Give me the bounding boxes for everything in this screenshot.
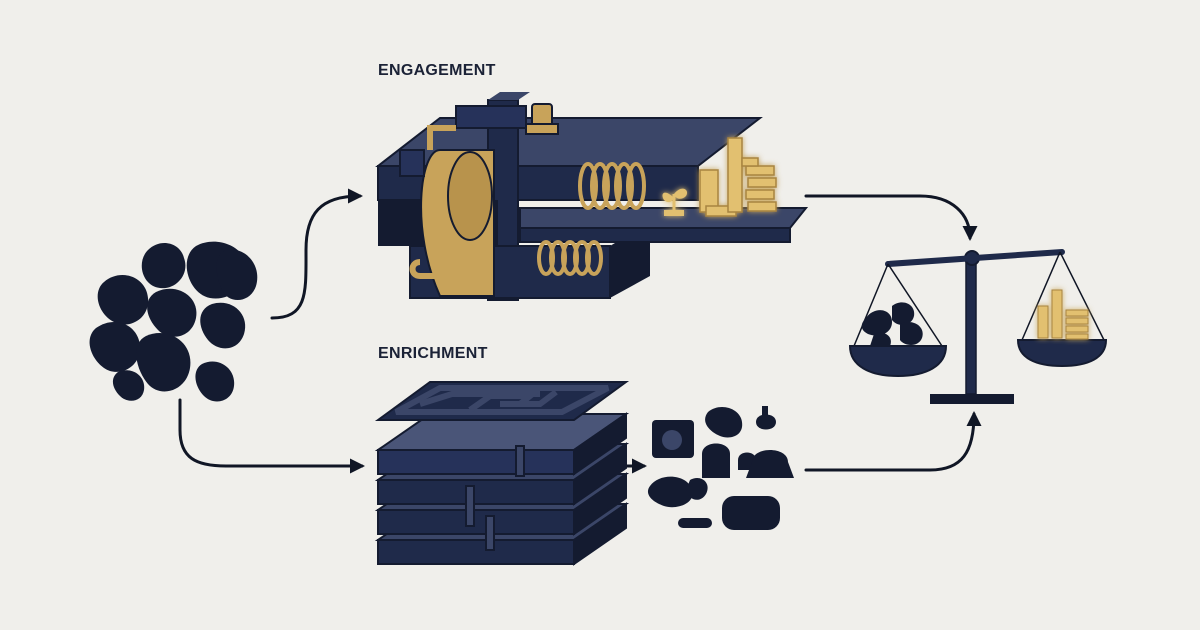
engagement-label: ENGAGEMENT bbox=[378, 62, 496, 79]
arrow-shapes-to-scale bbox=[804, 411, 982, 472]
balance-scale-icon bbox=[848, 249, 1108, 404]
arrow-to-enrichment bbox=[178, 398, 365, 474]
flow-arrows bbox=[178, 188, 982, 474]
refined-shapes-icon bbox=[647, 406, 794, 530]
gold-bars-icon bbox=[699, 137, 777, 217]
arrow-engagement-to-scale bbox=[804, 194, 978, 241]
arrow-to-engagement bbox=[270, 188, 363, 320]
coil-icon bbox=[537, 162, 646, 276]
sprout-icon bbox=[662, 188, 688, 216]
enrichment-label: ENRICHMENT bbox=[378, 345, 488, 362]
raw-blobs-icon bbox=[89, 241, 258, 402]
enrichment-maze-icon bbox=[374, 381, 630, 566]
